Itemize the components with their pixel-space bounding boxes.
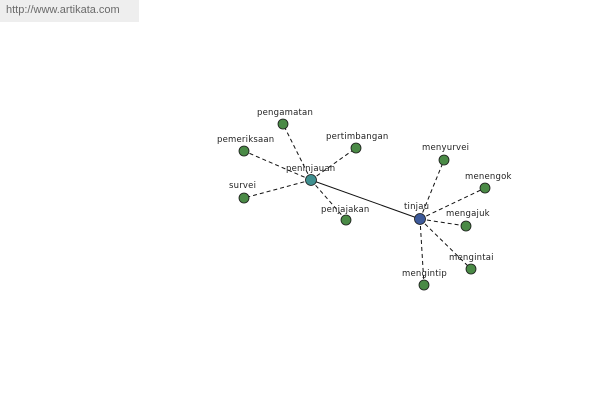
edge-tinjau-menengok [419, 187, 486, 220]
node-label-pengamatan[interactable]: pengamatan [257, 108, 313, 118]
node-mengintai[interactable] [465, 263, 477, 275]
node-label-pertimbangan[interactable]: pertimbangan [326, 132, 388, 142]
edge-peninjauan-pemeriksaan [243, 150, 312, 181]
node-pengamatan[interactable] [277, 118, 289, 130]
node-label-menyurvei[interactable]: menyurvei [422, 143, 469, 153]
node-menyurvei[interactable] [438, 154, 450, 166]
edge-peninjauan-pertimbangan [310, 147, 357, 181]
node-label-penjajakan[interactable]: penjajakan [321, 205, 370, 215]
edge-tinjau-peninjauan [310, 179, 421, 220]
node-label-tinjau[interactable]: tinjau [404, 202, 429, 212]
edge-tinjau-menyurvei [419, 159, 445, 220]
node-mengintip[interactable] [418, 279, 430, 291]
source-link[interactable]: http://www.artikata.com [0, 0, 139, 22]
node-label-peninjauan[interactable]: peninjauan [286, 164, 335, 174]
node-pemeriksaan[interactable] [238, 145, 250, 157]
node-pertimbangan[interactable] [350, 142, 362, 154]
node-label-menengok[interactable]: menengok [465, 172, 512, 182]
node-label-pemeriksaan[interactable]: pemeriksaan [217, 135, 274, 145]
edge-peninjauan-survei [243, 179, 312, 199]
node-tinjau[interactable] [414, 213, 426, 225]
edge-peninjauan-pengamatan [282, 123, 312, 181]
node-penjajakan[interactable] [340, 214, 352, 226]
node-menengok[interactable] [479, 182, 491, 194]
node-label-mengintip[interactable]: mengintip [402, 269, 447, 279]
node-label-mengintai[interactable]: mengintai [449, 253, 494, 263]
edge-peninjauan-penjajakan [310, 179, 347, 221]
labels-layer: tinjau peninjauan pengamatan pemeriksaan per… [217, 108, 512, 279]
node-survei[interactable] [238, 192, 250, 204]
nodes-layer [238, 118, 491, 291]
node-peninjauan[interactable] [305, 174, 317, 186]
edge-tinjau-mengajuk [419, 218, 467, 227]
node-label-survei[interactable]: survei [229, 181, 256, 191]
node-label-mengajuk[interactable]: mengajuk [446, 209, 490, 219]
node-mengajuk[interactable] [460, 220, 472, 232]
edges-layer [243, 123, 486, 286]
edge-tinjau-mengintai [419, 218, 472, 270]
